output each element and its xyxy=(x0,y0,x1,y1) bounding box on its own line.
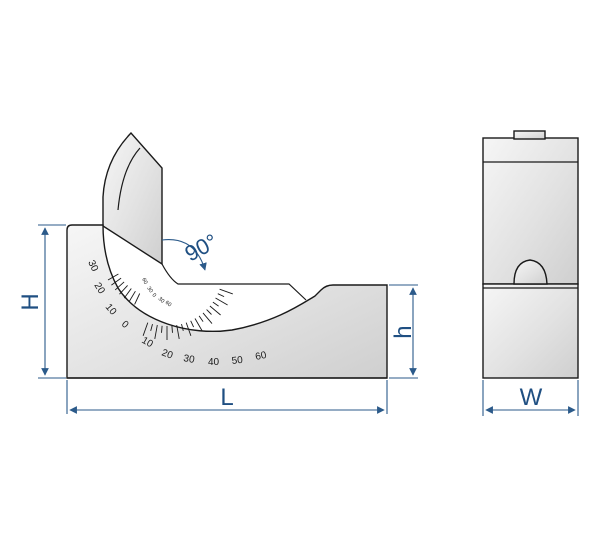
pivot-jaw-chamfer xyxy=(117,147,141,211)
scale-tick xyxy=(212,301,219,307)
scale-tick xyxy=(185,322,192,336)
scale-tick xyxy=(217,293,225,298)
scale-tick xyxy=(215,297,228,306)
width-dimension: W xyxy=(482,380,579,416)
scale-label: 0 xyxy=(119,319,131,331)
side-pivot-arch xyxy=(513,259,548,285)
step-height-dimension: h xyxy=(389,284,418,379)
vernier-label: 0 xyxy=(150,292,157,298)
scale-tick xyxy=(154,325,158,339)
scale-tick xyxy=(171,325,173,333)
vernier-label: 30 xyxy=(145,286,153,294)
scale-label: 30 xyxy=(182,353,195,366)
scale-tick xyxy=(161,325,163,333)
length-dimension: L xyxy=(66,380,388,414)
scale-tick xyxy=(190,320,195,328)
scale-tick xyxy=(111,277,122,286)
height-label: H xyxy=(17,293,44,310)
scale-tick xyxy=(142,322,149,336)
step-height-label: h xyxy=(390,325,417,338)
angle-arc xyxy=(161,239,207,271)
front-view: 30 20 10 0 10 20 30 40 50 60 60 30 0 30 … xyxy=(66,131,388,379)
height-dimension: H xyxy=(17,224,66,379)
scale-tick xyxy=(134,293,141,305)
side-lower-block xyxy=(482,283,579,379)
pivot-jaw xyxy=(102,131,163,266)
side-top-lip xyxy=(513,130,546,140)
length-label: L xyxy=(220,384,233,411)
scale-tick xyxy=(150,323,153,332)
scale-tick xyxy=(181,323,184,332)
scale-tick xyxy=(176,325,180,339)
jaw-inner-face xyxy=(161,263,307,301)
scale-tick xyxy=(128,290,136,302)
scale-tick xyxy=(219,288,233,295)
scale-label: 30 xyxy=(85,259,100,274)
scale-label: 60 xyxy=(254,350,268,363)
scale-label: 20 xyxy=(160,347,175,361)
scale-label: 40 xyxy=(208,357,220,368)
side-view xyxy=(482,130,579,379)
angle-label: 90° xyxy=(181,229,222,267)
scale-tick xyxy=(119,285,128,295)
angle-scale xyxy=(107,273,233,340)
scale-tick xyxy=(123,288,132,299)
scale-tick xyxy=(209,305,221,316)
base-block xyxy=(66,224,388,379)
vernier-label: 60 xyxy=(140,277,148,285)
scale-tick xyxy=(114,281,125,291)
scale-tick xyxy=(198,315,204,322)
vernier-label: 30 xyxy=(157,296,166,305)
scale-label: 50 xyxy=(231,355,244,367)
scale-tick xyxy=(194,318,203,331)
scale-tick xyxy=(202,312,213,324)
width-label: W xyxy=(520,384,543,411)
vernier-label: 60 xyxy=(164,300,173,308)
scale-label: 10 xyxy=(140,335,156,350)
scale-tick xyxy=(107,273,119,281)
scale-tick xyxy=(206,309,212,315)
